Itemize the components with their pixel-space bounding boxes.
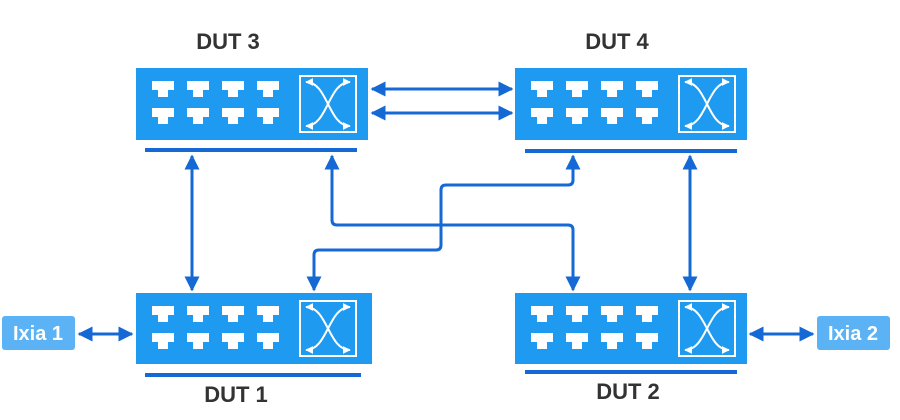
dut4-switch[interactable] — [515, 68, 747, 153]
link-dut3-dut2 — [324, 154, 581, 292]
link-dut4-dut1 — [306, 154, 581, 292]
port-icon — [566, 306, 588, 322]
port-icon — [601, 333, 623, 349]
port-icon — [222, 333, 244, 349]
port-icon — [566, 81, 588, 97]
dut2-switch[interactable] — [515, 293, 747, 374]
port-icon — [152, 81, 174, 97]
port-icon — [601, 306, 623, 322]
switches-group — [136, 68, 747, 377]
port-icon — [187, 333, 209, 349]
ixia1-box[interactable]: Ixia 1 — [2, 316, 75, 350]
port-icon — [257, 333, 279, 349]
links — [77, 81, 815, 342]
dut2-label: DUT 2 — [596, 379, 660, 404]
port-icon — [222, 81, 244, 97]
dut1-switch-body — [136, 293, 372, 364]
dut3-port-grid — [152, 81, 279, 124]
dut4-switch-body — [515, 68, 747, 140]
port-icon — [152, 108, 174, 124]
ixia2-label: Ixia 2 — [828, 323, 878, 345]
dut3-switch[interactable] — [136, 68, 368, 152]
port-icon — [636, 81, 658, 97]
crossbar-x-icon — [678, 75, 736, 133]
crossbar-x-icon — [299, 300, 357, 357]
dut4-label: DUT 4 — [585, 29, 649, 54]
dut2-port-grid — [531, 306, 658, 349]
port-icon — [187, 108, 209, 124]
port-icon — [531, 333, 553, 349]
port-icon — [222, 108, 244, 124]
port-icon — [531, 81, 553, 97]
ixia1-label: Ixia 1 — [13, 323, 63, 345]
port-icon — [566, 108, 588, 124]
dut1-port-grid — [152, 306, 279, 349]
port-icon — [601, 81, 623, 97]
dut3-switch-body — [136, 68, 368, 140]
dut1-switch[interactable] — [136, 293, 372, 377]
port-icon — [636, 108, 658, 124]
ixia2-box[interactable]: Ixia 2 — [817, 316, 890, 350]
port-icon — [566, 333, 588, 349]
port-icon — [222, 306, 244, 322]
port-icon — [152, 333, 174, 349]
port-icon — [531, 306, 553, 322]
port-icon — [257, 306, 279, 322]
port-icon — [152, 306, 174, 322]
dut1-label: DUT 1 — [204, 382, 268, 407]
dut2-switch-body — [515, 293, 747, 364]
port-icon — [531, 108, 553, 124]
dut4-port-grid — [531, 81, 658, 124]
crossbar-x-icon — [299, 75, 357, 133]
port-icon — [187, 81, 209, 97]
dut3-label: DUT 3 — [196, 29, 260, 54]
port-icon — [257, 108, 279, 124]
port-icon — [636, 306, 658, 322]
crossbar-x-icon — [678, 300, 736, 357]
port-icon — [636, 333, 658, 349]
port-icon — [257, 81, 279, 97]
port-icon — [601, 108, 623, 124]
port-icon — [187, 306, 209, 322]
